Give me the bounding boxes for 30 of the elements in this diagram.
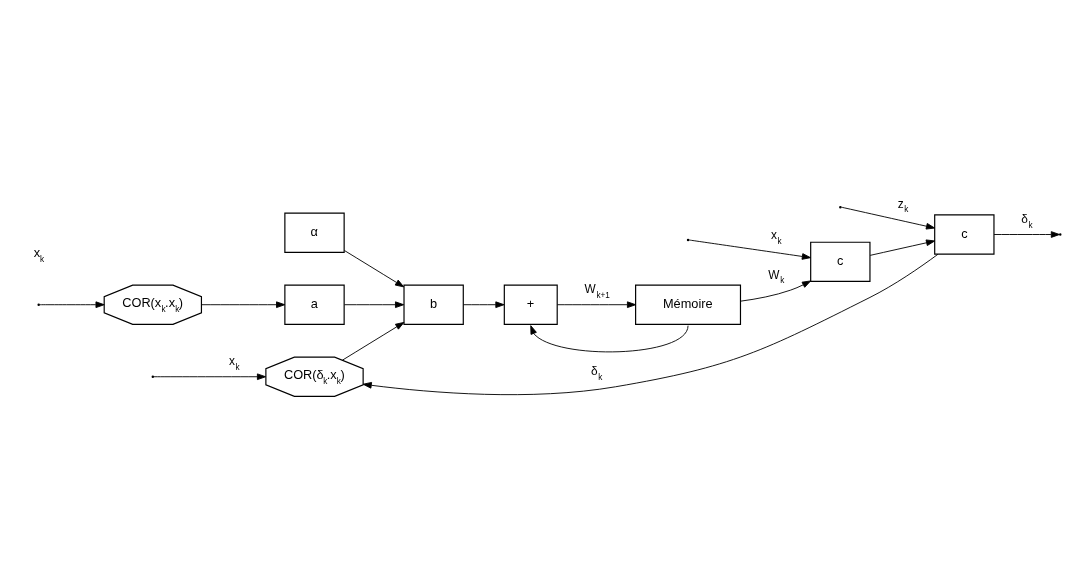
node-box: c xyxy=(810,241,871,282)
edge-label: W$_{k}$ xyxy=(768,267,785,285)
arrow xyxy=(993,230,1060,238)
arrow xyxy=(362,253,939,395)
edge-label: x$_{k}$ xyxy=(771,227,782,246)
edge-label: z$_{k}$ xyxy=(897,196,909,214)
edge-label: x$_{k}$ xyxy=(229,353,240,372)
node-box: a xyxy=(284,284,345,325)
edge-label: W$_{k+1}$ xyxy=(584,281,610,300)
arrow xyxy=(688,239,811,260)
arrow xyxy=(556,300,637,308)
arrow xyxy=(341,321,405,361)
arrow xyxy=(840,206,936,230)
arrow xyxy=(153,372,267,380)
node-box: α xyxy=(284,212,345,253)
arrow xyxy=(869,238,936,256)
arrow xyxy=(530,324,689,352)
node-box: Mémoire xyxy=(635,284,742,325)
arrow xyxy=(462,300,505,308)
node-box: + xyxy=(503,284,558,325)
arrow xyxy=(39,300,105,308)
edge-label: δ$_{k}$ xyxy=(1021,211,1033,230)
arrow xyxy=(343,249,405,287)
node-box: b xyxy=(403,284,464,325)
label: x$_{k}$ xyxy=(33,244,45,264)
edge-label: δ$_{k}$ xyxy=(590,363,603,382)
arrow xyxy=(740,280,812,302)
node-box: c xyxy=(934,213,995,255)
arrow xyxy=(343,300,405,308)
arrow xyxy=(201,300,286,308)
